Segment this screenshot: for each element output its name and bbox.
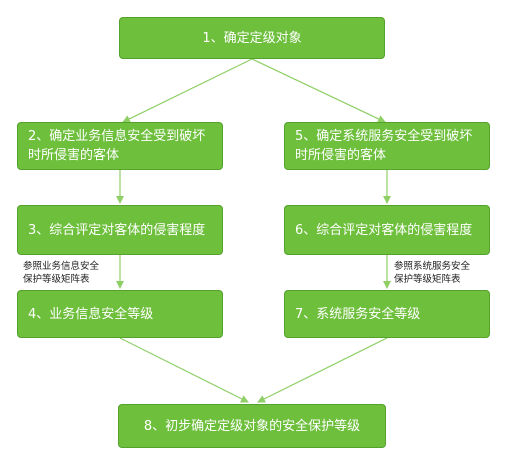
left-note-line-2: 保护等级矩阵表 (23, 274, 90, 285)
step-4-business-info-level: 4、业务信息安全等级 (17, 290, 223, 338)
connector-1-to-5 (251, 58, 386, 123)
step-3-left-damage-assessment: 3、综合评定对客体的侵害程度 (17, 205, 223, 255)
step-6-right-damage-assessment: 6、综合评定对客体的侵害程度 (284, 205, 490, 255)
step-8-preliminary-protection-level: 8、初步确定定级对象的安全保护等级 (118, 404, 386, 448)
step-7-system-service-level: 7、系统服务安全等级 (284, 290, 490, 338)
connector-4-to-8 (119, 337, 249, 403)
left-matrix-note: 参照业务信息安全 保护等级矩阵表 (23, 260, 99, 286)
step-1-determine-object: 1、确定定级对象 (119, 17, 385, 59)
connector-1-to-2 (122, 58, 253, 123)
left-note-line-1: 参照业务信息安全 (23, 261, 100, 272)
right-note-line-1: 参照系统服务安全 (394, 261, 471, 272)
right-note-line-2: 保护等级矩阵表 (394, 274, 461, 285)
step-5-system-service-object: 5、确定系统服务安全受到破坏时所侵害的客体 (284, 122, 490, 170)
step-2-business-info-object: 2、确定业务信息安全受到破坏时所侵害的客体 (17, 122, 223, 170)
right-matrix-note: 参照系统服务安全 保护等级矩阵表 (394, 260, 470, 286)
connector-7-to-8 (257, 337, 388, 403)
